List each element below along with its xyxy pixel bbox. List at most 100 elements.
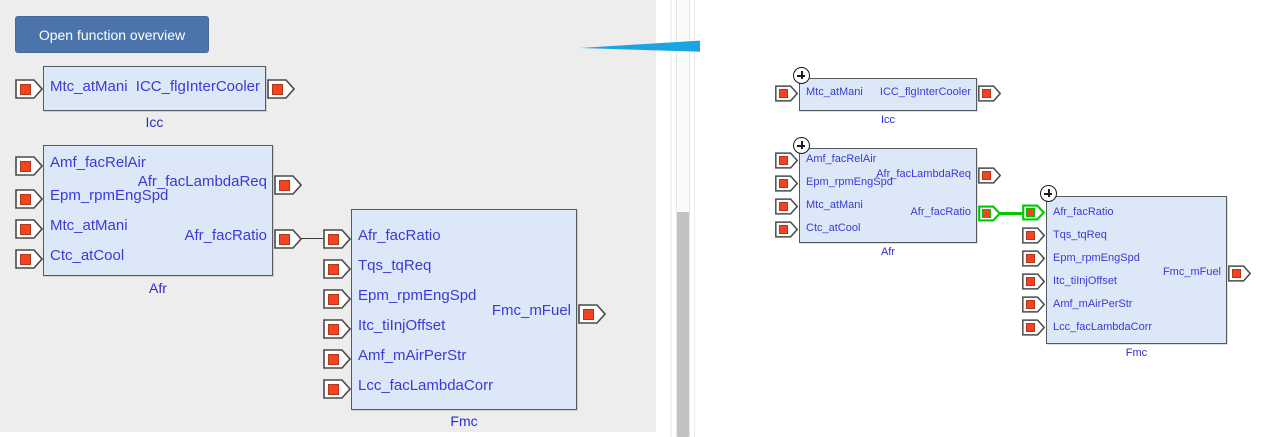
input-port-epm-rpmengspd[interactable]	[1022, 250, 1045, 267]
output-port-afr-facratio[interactable]	[274, 229, 302, 249]
pane-edge-line	[694, 0, 695, 437]
left-diagram-pane: Open function overview Mtc_atMani ICC_fl…	[0, 0, 656, 432]
port-label-amf-facrelair: Amf_facRelAir	[50, 154, 146, 171]
port-label-icc-flgintercooler: ICC_flgInterCooler	[135, 78, 260, 95]
port-chip-icon	[20, 224, 31, 235]
input-port-itc-tiinjoffset[interactable]	[1022, 273, 1045, 290]
block-label-afr: Afr	[149, 280, 167, 296]
output-port-icc-flgintercooler[interactable]	[978, 85, 1001, 102]
input-port-mtc-atmani[interactable]	[15, 219, 43, 239]
port-chip-icon	[1026, 208, 1035, 217]
port-label-ctc-atcool: Ctc_atCool	[806, 222, 861, 234]
port-chip-icon	[1232, 269, 1241, 278]
block-afr-body	[799, 148, 977, 243]
input-port-amf-mairperstr[interactable]	[1022, 296, 1045, 313]
port-chip-icon	[982, 209, 991, 218]
expand-plus-icon[interactable]	[1040, 185, 1057, 202]
wire-afr-facratio-to-fmc-highlighted	[1000, 212, 1028, 215]
port-chip-icon	[328, 234, 339, 245]
port-chip-icon	[1026, 277, 1035, 286]
input-port-tqs-tqreq[interactable]	[323, 259, 351, 279]
port-label-amf-facrelair: Amf_facRelAir	[806, 153, 877, 165]
input-port-mtc-atmani[interactable]	[15, 79, 43, 99]
input-port-mtc-atmani[interactable]	[775, 85, 798, 102]
output-port-fmc-mfuel[interactable]	[578, 304, 606, 324]
input-port-epm-rpmengspd[interactable]	[15, 189, 43, 209]
expand-plus-icon[interactable]	[793, 137, 810, 154]
port-label-mtc-atmani: Mtc_atMani	[50, 78, 128, 95]
port-chip-icon	[20, 254, 31, 265]
input-port-amf-mairperstr[interactable]	[323, 349, 351, 369]
block-fmc[interactable]: Afr_facRatio Tqs_tqReq Epm_rpmEngSpd Itc…	[323, 209, 606, 429]
input-port-tqs-tqreq[interactable]	[1022, 227, 1045, 244]
port-chip-icon	[328, 264, 339, 275]
block-afr-expanded[interactable]: Amf_facRelAir Epm_rpmEngSpd Mtc_atMani C…	[775, 137, 1001, 258]
port-label-afr-facratio: Afr_facRatio	[910, 206, 971, 218]
input-port-amf-facrelair[interactable]	[775, 152, 798, 169]
block-icc-body	[43, 66, 266, 111]
input-port-epm-rpmengspd[interactable]	[775, 175, 798, 192]
port-chip-icon	[272, 84, 283, 95]
port-label-mtc-atmani: Mtc_atMani	[806, 86, 863, 98]
block-label-fmc: Fmc	[1125, 347, 1148, 359]
input-port-afr-facratio[interactable]	[323, 229, 351, 249]
block-afr[interactable]: Amf_facRelAir Epm_rpmEngSpd Mtc_atMani C…	[15, 145, 302, 296]
input-port-lcc-faclambdacorr[interactable]	[323, 379, 351, 399]
block-afr-body	[43, 145, 273, 276]
output-port-icc-flgintercooler[interactable]	[267, 79, 295, 99]
wire-afr-facratio-to-fmc	[301, 238, 323, 239]
port-chip-icon	[779, 225, 788, 234]
expand-plus-icon[interactable]	[793, 67, 810, 84]
output-port-afr-facratio-highlighted[interactable]	[978, 205, 1001, 222]
port-label-fmc-mfuel: Fmc_mFuel	[491, 302, 571, 319]
port-label-lcc-faclambdacorr: Lcc_facLambdaCorr	[1053, 321, 1153, 333]
input-port-afr-facratio-highlighted[interactable]	[1022, 204, 1045, 221]
input-port-ctc-atcool[interactable]	[15, 249, 43, 269]
port-label-epm-rpmengspd: Epm_rpmEngSpd	[358, 287, 477, 304]
port-label-afr-faclambdareq: Afr_facLambdaReq	[876, 168, 971, 180]
port-chip-icon	[328, 354, 339, 365]
input-port-mtc-atmani[interactable]	[775, 198, 798, 215]
port-label-afr-facratio: Afr_facRatio	[1053, 206, 1114, 218]
port-label-mtc-atmani: Mtc_atMani	[806, 199, 863, 211]
port-label-tqs-tqreq: Tqs_tqReq	[1053, 229, 1107, 241]
block-icc-expanded[interactable]: Mtc_atMani ICC_flgInterCooler Icc	[775, 67, 1001, 126]
output-port-fmc-mfuel[interactable]	[1228, 265, 1251, 282]
right-diagram-pane: Mtc_atMani ICC_flgInterCooler Icc Amf_fa…	[700, 0, 1264, 437]
open-function-overview-button[interactable]: Open function overview	[15, 16, 209, 53]
port-chip-icon	[982, 89, 991, 98]
output-port-afr-faclambdareq[interactable]	[274, 175, 302, 195]
port-chip-icon	[1026, 323, 1035, 332]
port-chip-icon	[279, 234, 290, 245]
block-label-fmc: Fmc	[450, 413, 478, 429]
port-label-ctc-atcool: Ctc_atCool	[50, 247, 125, 264]
port-chip-icon	[779, 202, 788, 211]
block-fmc-expanded[interactable]: Afr_facRatio Tqs_tqReq Epm_rpmEngSpd Itc…	[1022, 185, 1251, 359]
port-label-epm-rpmengspd: Epm_rpmEngSpd	[1053, 252, 1140, 264]
input-port-lcc-faclambdacorr[interactable]	[1022, 319, 1045, 336]
input-port-amf-facrelair[interactable]	[15, 156, 43, 176]
port-label-icc-flgintercooler: ICC_flgInterCooler	[879, 86, 971, 98]
port-label-epm-rpmengspd: Epm_rpmEngSpd	[806, 176, 893, 188]
port-label-fmc-mfuel: Fmc_mFuel	[1162, 266, 1221, 278]
port-label-epm-rpmengspd: Epm_rpmEngSpd	[50, 187, 169, 204]
input-port-epm-rpmengspd[interactable]	[323, 289, 351, 309]
block-icc-body	[799, 78, 977, 111]
input-port-ctc-atcool[interactable]	[775, 221, 798, 238]
port-chip-icon	[779, 179, 788, 188]
vertical-scrollbar-thumb[interactable]	[677, 212, 689, 437]
port-chip-icon	[20, 84, 31, 95]
port-label-itc-tiinjoffset: Itc_tiInjOffset	[358, 317, 446, 334]
port-chip-icon	[279, 180, 290, 191]
input-port-itc-tiinjoffset[interactable]	[323, 319, 351, 339]
port-chip-icon	[982, 171, 991, 180]
output-port-afr-faclambdareq[interactable]	[978, 167, 1001, 184]
port-chip-icon	[20, 161, 31, 172]
port-label-mtc-atmani: Mtc_atMani	[50, 217, 128, 234]
block-label-icc: Icc	[880, 114, 896, 126]
port-chip-icon	[779, 156, 788, 165]
port-label-tqs-tqreq: Tqs_tqReq	[358, 257, 432, 274]
port-label-amf-mairperstr: Amf_mAirPerStr	[358, 347, 467, 364]
block-icc[interactable]: Mtc_atMani ICC_flgInterCooler Icc	[15, 66, 295, 130]
